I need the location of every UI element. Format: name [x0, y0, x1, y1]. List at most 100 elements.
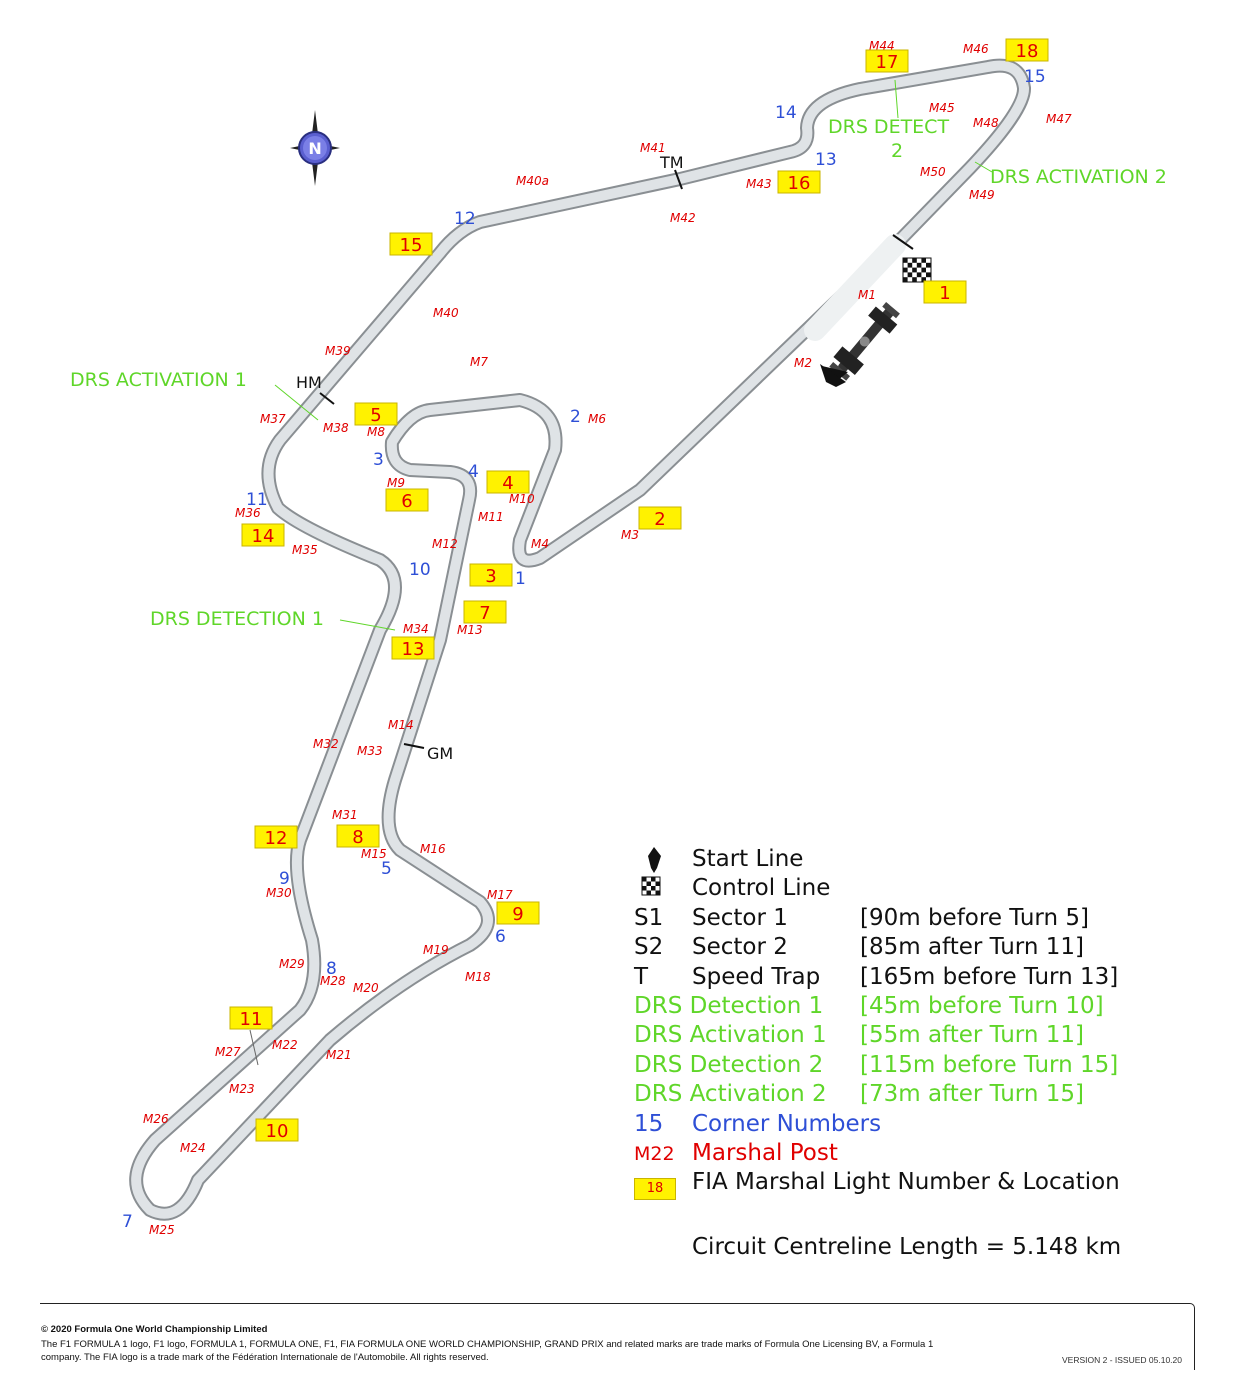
- legend-desc: [73m after Turn 15]: [860, 1081, 1084, 1108]
- marshal-post-m46: M46: [963, 42, 989, 56]
- marshal-post-m34: M34: [403, 622, 429, 636]
- speed-trap-line: [674, 169, 683, 190]
- marshal-post-m14: M14: [388, 718, 414, 732]
- corner-number-13: 13: [815, 150, 837, 170]
- marshal-light-number-3: 3: [485, 566, 496, 587]
- marshal-post-m8: M8: [367, 425, 385, 439]
- compass-letter: N: [308, 139, 321, 158]
- corner-number-15: 15: [1024, 67, 1046, 87]
- marshal-light-number-10: 10: [266, 1121, 289, 1142]
- corner-number-6: 6: [495, 927, 506, 947]
- marshal-light-number-7: 7: [479, 603, 490, 624]
- marshal-post-m6: M6: [588, 412, 606, 426]
- legend-desc: [90m before Turn 5]: [860, 904, 1089, 931]
- marshal-post-m10: M10: [509, 492, 535, 506]
- marshal-post-m12: M12: [432, 537, 458, 551]
- corner-number-3: 3: [373, 450, 384, 470]
- circuit-length: Circuit Centreline Length = 5.148 km: [692, 1234, 1122, 1260]
- marshal-light-number-14: 14: [252, 526, 275, 547]
- legend-name: Control Line: [692, 875, 831, 902]
- marshal-light-1: 1: [923, 280, 967, 304]
- marshal-post-m31: M31: [332, 808, 358, 822]
- marshal-post-m15: M15: [361, 847, 387, 861]
- marshal-post-m36: M36: [235, 506, 261, 520]
- legend-desc: [45m before Turn 10]: [860, 993, 1104, 1019]
- footer-corner: [1190, 1303, 1195, 1370]
- marshal-light-5: 5: [354, 402, 398, 426]
- marshal-light-14: 14: [241, 523, 285, 547]
- marshal-light-number-11: 11: [240, 1009, 263, 1030]
- marshal-light-number-6: 6: [401, 491, 412, 512]
- legend-desc: [115m before Turn 15]: [860, 1051, 1119, 1078]
- marshal-light-number-13: 13: [402, 639, 425, 660]
- marshal-post-m2: M2: [794, 356, 812, 370]
- marshal-post-m32: M32: [313, 737, 339, 751]
- marshal-light-number-9: 9: [512, 904, 523, 925]
- footer-divider: [40, 1303, 1190, 1304]
- legend-key: DRS Detection 1: [634, 993, 824, 1019]
- corner-number-14: 14: [775, 103, 797, 123]
- marshal-light-number-2: 2: [654, 509, 665, 530]
- marshal-post-m29: M29: [279, 957, 305, 971]
- corner-number-12: 12: [454, 209, 476, 229]
- marshal-post-m49: M49: [969, 188, 995, 202]
- legend-key: DRS Detection 2: [634, 1051, 824, 1078]
- drs-detection-1-label: DRS DETECTION 1: [150, 608, 324, 630]
- drs-detection-2-label: DRS DETECT: [828, 116, 949, 138]
- legend-name: Start Line: [692, 846, 804, 872]
- compass-icon: N: [290, 110, 340, 186]
- marshal-post-m30: M30: [266, 886, 292, 900]
- legend-key: M22: [634, 1143, 675, 1165]
- marshal-post-m38: M38: [323, 421, 349, 435]
- legend-desc: [165m before Turn 13]: [860, 963, 1119, 990]
- marshal-post-m17: M17: [487, 888, 513, 902]
- marshal-post-m13: M13: [457, 623, 483, 637]
- marshal-light-12: 12: [254, 825, 298, 849]
- legend-desc: [85m after Turn 11]: [860, 934, 1084, 961]
- corner-number-8: 8: [326, 959, 337, 979]
- legend-key: S2: [634, 934, 664, 961]
- marshal-post-m50: M50: [920, 165, 946, 179]
- marshal-light-number-16: 16: [788, 173, 811, 194]
- marshal-light-number-4: 4: [502, 473, 513, 494]
- marshal-post-m26: M26: [143, 1112, 169, 1126]
- marshal-light-number-8: 8: [352, 827, 363, 848]
- corner-number-1: 1: [515, 569, 526, 589]
- marshal-light-3: 3: [469, 563, 513, 587]
- marshal-post-m28: M28: [320, 974, 346, 988]
- sector-1-label: HM: [296, 373, 322, 392]
- marshal-post-m24: M24: [180, 1141, 206, 1155]
- marshal-light-number-12: 12: [265, 828, 288, 849]
- marshal-light-16: 16: [777, 170, 821, 194]
- marshal-post-m43: M43: [746, 177, 772, 191]
- legend-desc: [55m after Turn 11]: [860, 1022, 1084, 1049]
- marshal-light-number-17: 17: [876, 52, 899, 73]
- drs-detection-2-number: 2: [891, 140, 903, 162]
- marshal-post-m47: M47: [1046, 112, 1072, 126]
- marshal-light-number-18: 18: [1016, 41, 1039, 62]
- marshal-post-m23: M23: [229, 1082, 255, 1096]
- marshal-post-m37: M37: [260, 412, 286, 426]
- legend-key: DRS Activation 2: [634, 1081, 827, 1108]
- marshal-light-17: 17: [865, 49, 909, 73]
- drs-leader-lines: [274, 79, 993, 631]
- marshal-light-10: 10: [255, 1118, 299, 1142]
- legend-key: [644, 846, 664, 880]
- legend-name: Corner Numbers: [692, 1110, 882, 1137]
- track: [129, 58, 1031, 1221]
- legend-name: Marshal Post: [692, 1140, 838, 1166]
- legend-key: 15: [634, 1110, 664, 1137]
- legend-key: [640, 875, 662, 905]
- sector-1-line: [319, 392, 335, 405]
- corner-number-9: 9: [279, 869, 290, 889]
- drs-activation-2-label: DRS ACTIVATION 2: [990, 166, 1167, 188]
- marshal-post-m11: M11: [478, 510, 504, 524]
- legend-name: Sector 2: [692, 934, 788, 961]
- trademark-text: The F1 FORMULA 1 logo, F1 logo, FORMULA …: [41, 1339, 934, 1363]
- legend-light-box: 18: [634, 1178, 676, 1201]
- marshal-light-11: 11: [229, 1006, 273, 1030]
